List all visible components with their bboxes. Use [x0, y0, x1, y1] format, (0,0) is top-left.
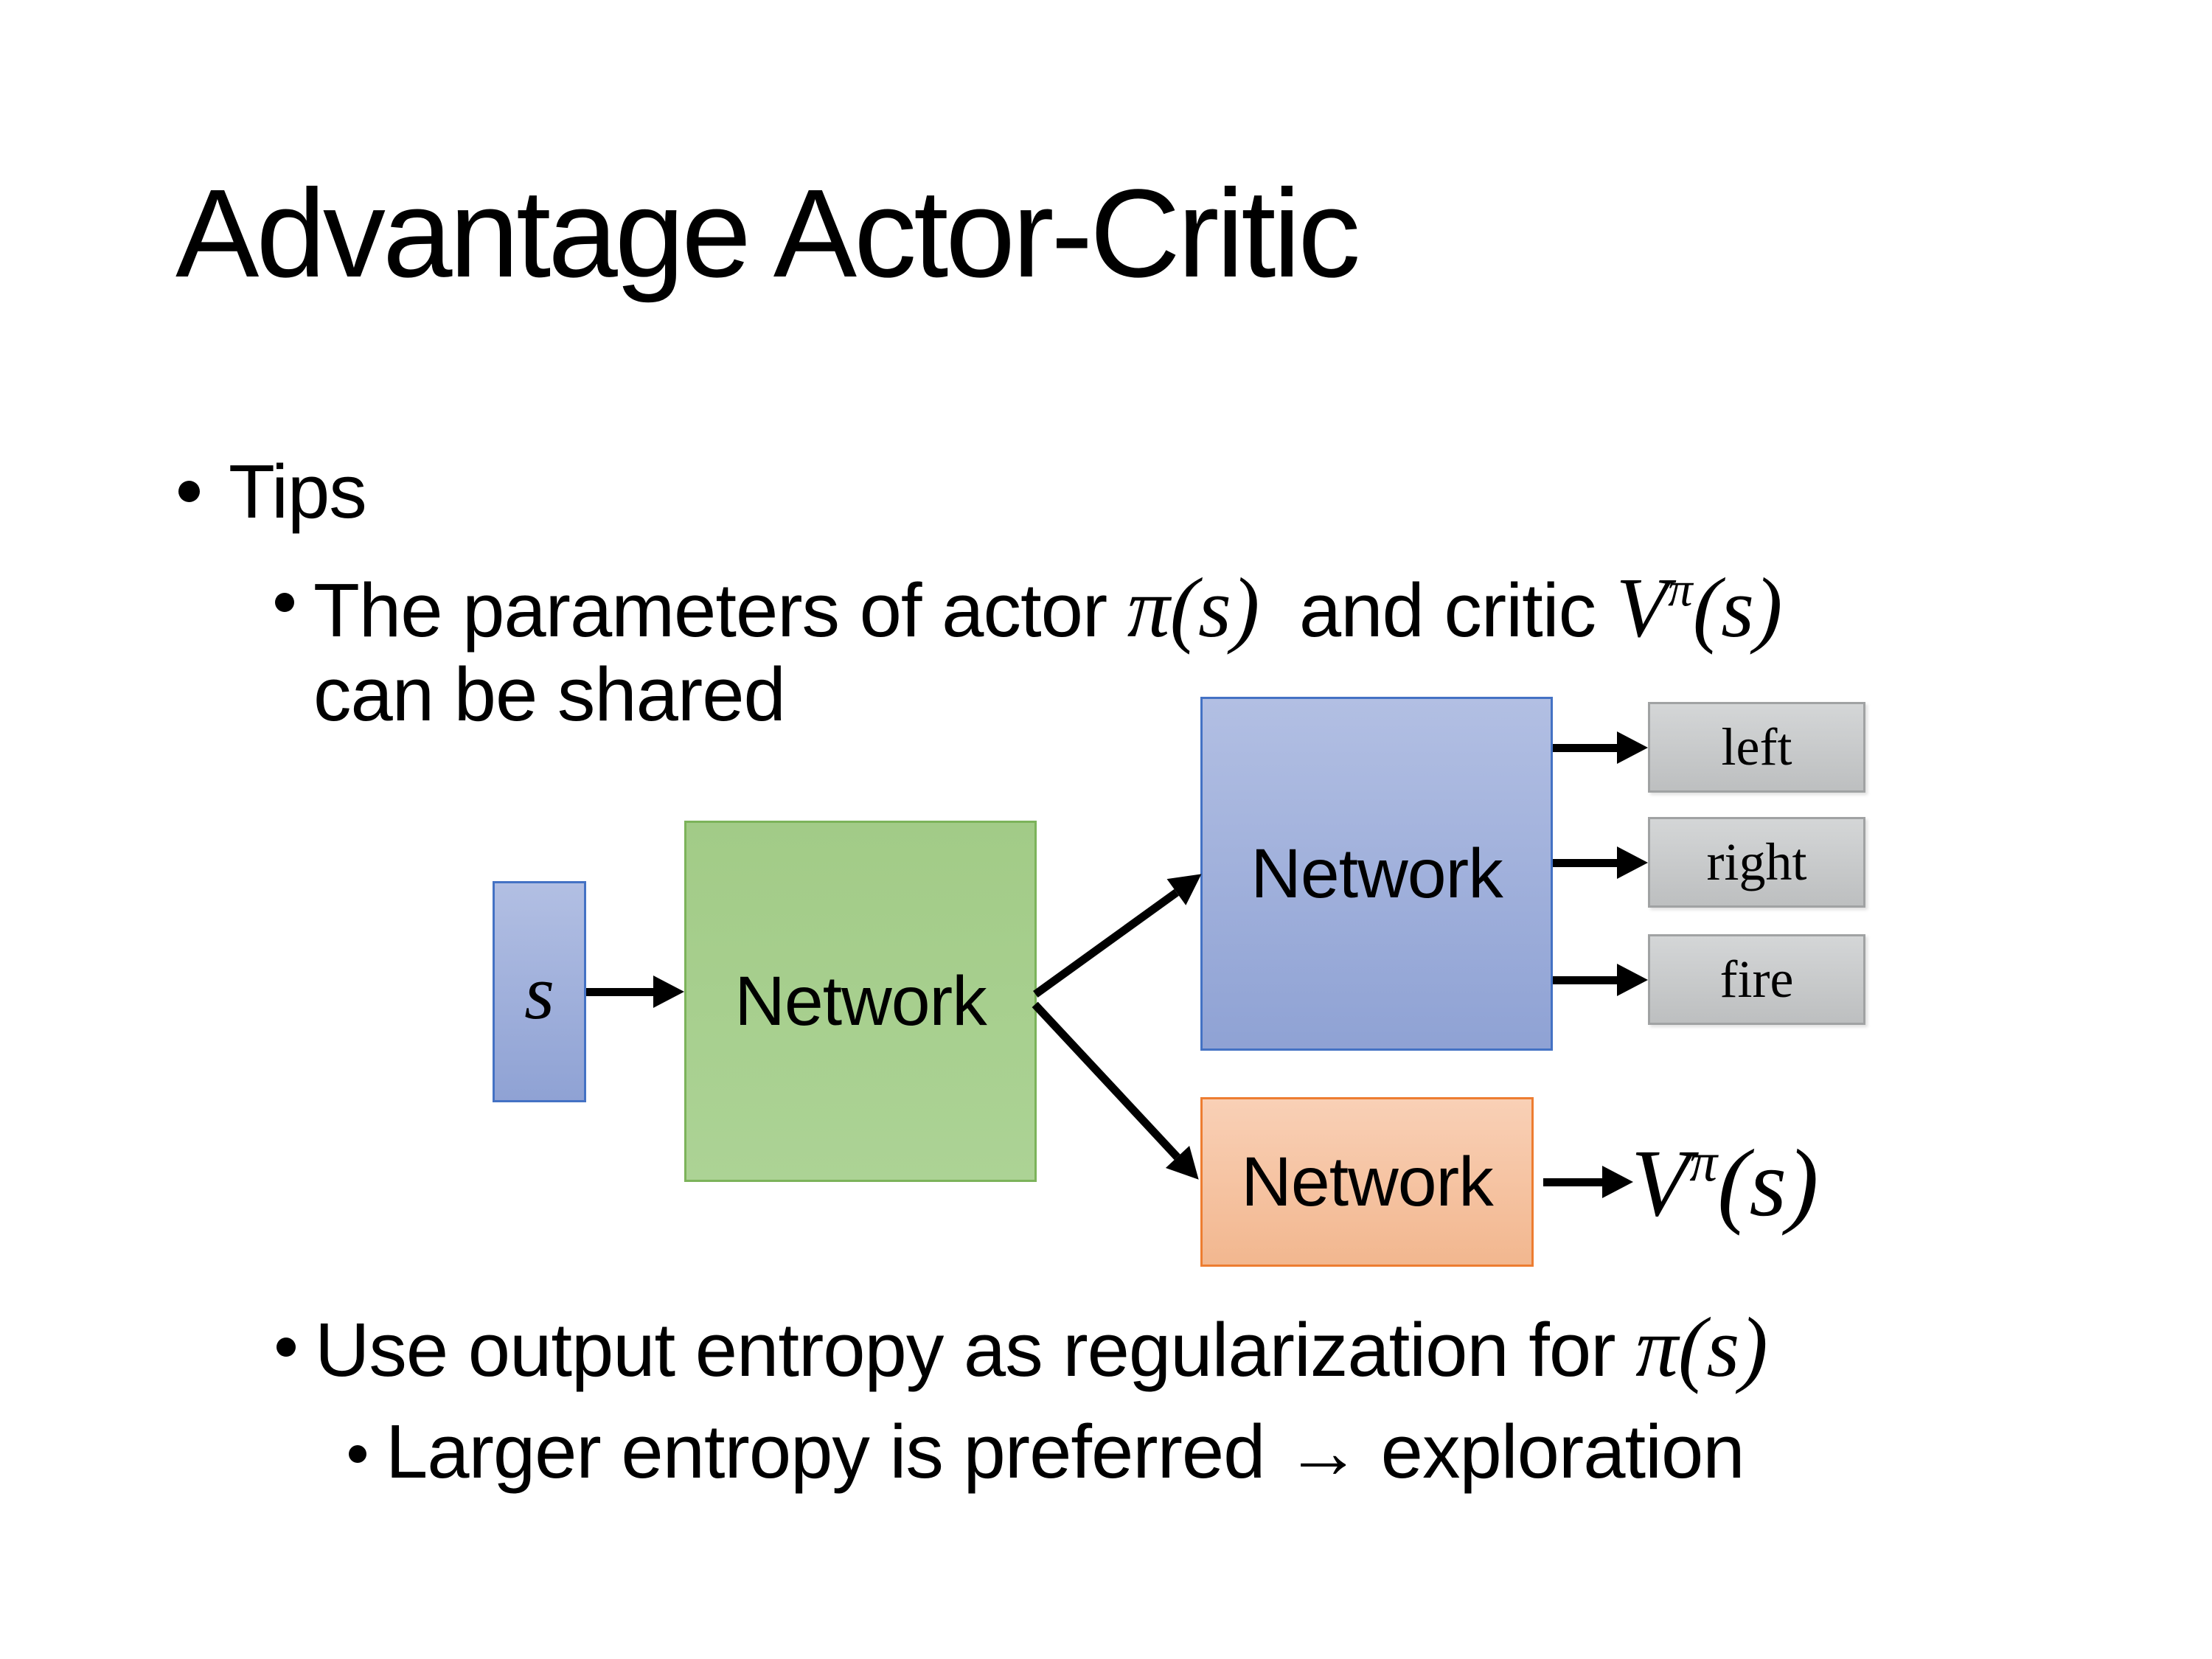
action-box-left: left: [1648, 702, 1865, 793]
bullet-dot-icon: [276, 1338, 296, 1357]
bullet-dot-icon: [275, 593, 294, 612]
entropy-bullet-text: Use output entropy as regularization for…: [315, 1304, 1768, 1392]
action-label-fire: fire: [1719, 950, 1794, 1009]
entropy-text-pre: Use output entropy as regularization for: [315, 1307, 1636, 1392]
arrow-shaft: [586, 987, 653, 996]
arrow-shaft: [1553, 975, 1617, 984]
state-input-box: s: [493, 881, 586, 1102]
critic-network-label: Network: [1241, 1142, 1493, 1221]
arrow-head-icon: [1617, 731, 1648, 764]
arrow-head-icon: [1617, 846, 1648, 879]
action-box-fire: fire: [1648, 934, 1865, 1025]
actor-network-box: Network: [1200, 697, 1553, 1051]
math-critic-value: Vπ(s): [1616, 560, 1783, 655]
arrow-critic-to-value-icon: [1543, 1166, 1633, 1198]
action-box-right: right: [1648, 817, 1865, 908]
arrow-shaft: [1553, 743, 1617, 752]
shared-network-label: Network: [734, 961, 987, 1040]
arrow-actor-to-left-icon: [1553, 731, 1648, 764]
exploration-bullet-text: Larger entropy is preferred → exploratio…: [386, 1409, 1745, 1494]
arrow-head-icon: [1602, 1166, 1633, 1198]
bullet-dot-icon: [178, 481, 200, 502]
arrow-actor-to-fire-icon: [1553, 964, 1648, 996]
critic-network-box: Network: [1200, 1097, 1534, 1267]
parameters-text-mid: and critic: [1279, 568, 1616, 653]
arrow-head-icon: [653, 975, 684, 1008]
parameters-text-pre: The parameters of actor: [313, 568, 1127, 653]
arrow-shaft: [1032, 888, 1179, 998]
action-label-right: right: [1706, 832, 1807, 891]
arrow-head-icon: [1617, 964, 1648, 996]
bullet-dot-icon: [349, 1445, 366, 1463]
parameters-line-1: The parameters of actor π(s) and critic …: [313, 564, 1782, 653]
arrow-shaft: [1543, 1178, 1602, 1186]
arrow-shaft: [1553, 858, 1617, 867]
math-actor-policy: π(s): [1127, 560, 1260, 655]
arrow-shared-to-critic-icon: [1023, 993, 1211, 1191]
math-value-superscript: π: [1668, 562, 1693, 617]
value-superscript: π: [1689, 1132, 1718, 1194]
slide-title: Advantage Actor-Critic: [175, 164, 1360, 304]
arrow-shaft: [1032, 1001, 1181, 1160]
value-output-label: Vπ(s): [1631, 1135, 1818, 1231]
arrow-actor-to-right-icon: [1553, 846, 1648, 879]
state-label: s: [524, 948, 554, 1035]
math-policy: π(s): [1635, 1300, 1768, 1394]
arrow-shared-to-actor-icon: [1026, 860, 1211, 1007]
parameters-bullet-text: The parameters of actor π(s) and critic …: [313, 564, 1782, 738]
actor-network-label: Network: [1251, 834, 1503, 913]
shared-network-box: Network: [684, 821, 1037, 1182]
math-value-base: V: [1615, 560, 1669, 655]
parameters-line-2: can be shared: [313, 652, 786, 737]
action-label-left: left: [1721, 717, 1792, 776]
tips-bullet-text: Tips: [229, 449, 367, 534]
value-base: V: [1631, 1130, 1690, 1237]
arrow-state-to-shared-icon: [586, 975, 684, 1008]
math-value-argument: (s): [1692, 560, 1783, 655]
value-argument: (s): [1717, 1130, 1819, 1237]
